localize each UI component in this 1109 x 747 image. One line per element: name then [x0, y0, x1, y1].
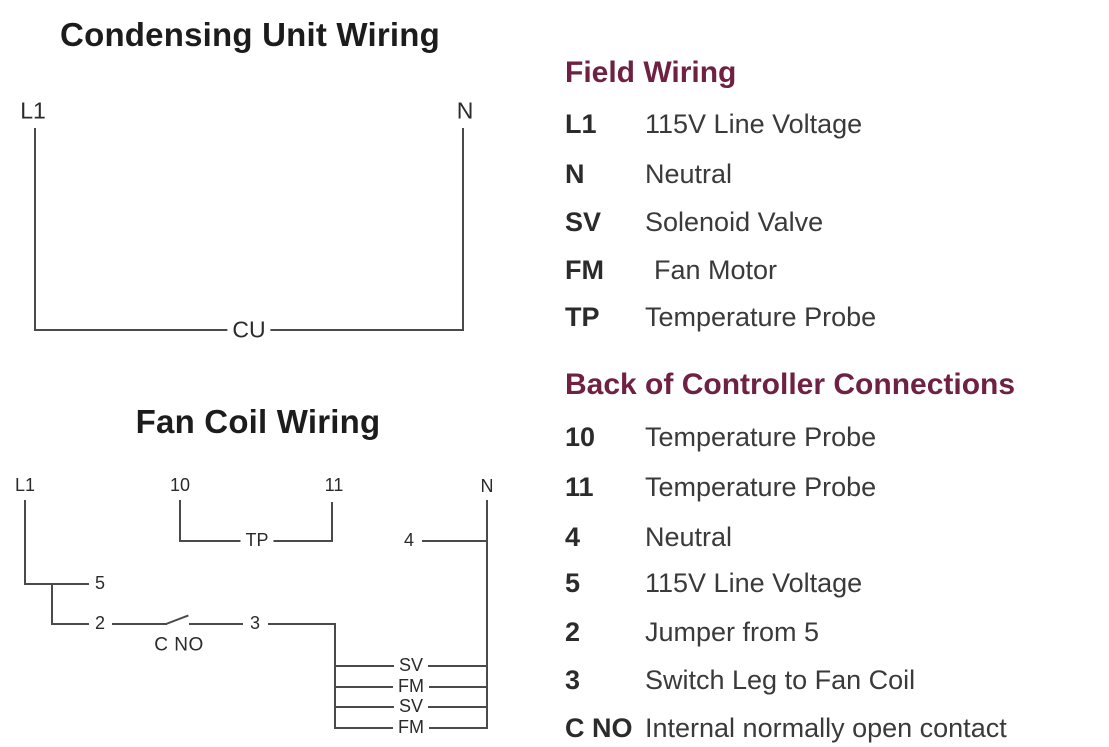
legend-term: 2: [565, 617, 581, 647]
fc-terminal-5-label: 5: [89, 573, 111, 594]
fc-wire-ladder-vertical: [334, 623, 336, 729]
cu-wire-n-vertical: [462, 128, 464, 331]
fc-switch-blade: [165, 614, 189, 625]
fc-terminal-l1-label: L1: [9, 475, 41, 496]
legend-term: 3: [565, 665, 581, 695]
controller-row: 4 Neutral: [565, 521, 1105, 554]
legend-desc: Fan Motor: [654, 255, 778, 285]
fc-wire-11-vertical: [331, 502, 333, 542]
field-wiring-row: L1 115V Line Voltage: [565, 108, 1105, 141]
field-wiring-row: SV Solenoid Valve: [565, 206, 1105, 239]
legend-term: 11: [565, 472, 594, 502]
legend-term: L1: [565, 109, 597, 139]
controller-row: 11 Temperature Probe: [565, 471, 1105, 504]
fc-terminal-11-label: 11: [319, 475, 349, 496]
field-wiring-row: FM Fan Motor: [565, 254, 1105, 287]
legend-term: 4: [565, 522, 581, 552]
fc-wire-3-to-ladder: [268, 623, 335, 625]
legend-desc: 115V Line Voltage: [645, 109, 863, 139]
controller-row: 3 Switch Leg to Fan Coil: [565, 664, 1105, 697]
fc-rung-sv2-label: SV: [393, 696, 429, 717]
fc-terminal-3-label: 3: [244, 613, 266, 634]
legend-desc: Internal normally open contact: [645, 713, 1007, 743]
legend-term: TP: [565, 302, 600, 332]
controller-row: 2 Jumper from 5: [565, 616, 1105, 649]
cu-component-label: CU: [227, 317, 271, 343]
fc-wire-l1-vertical: [24, 500, 26, 585]
fc-switch-cno-label: C NO: [149, 635, 209, 657]
legend-desc: Temperature Probe: [645, 302, 877, 332]
fc-terminal-10-label: 10: [164, 475, 196, 496]
legend-term: 10: [565, 422, 596, 452]
cu-terminal-l1-label: L1: [15, 98, 51, 124]
legend-desc: Temperature Probe: [645, 422, 877, 452]
legend-desc: Neutral: [645, 522, 733, 552]
controller-connections-heading: Back of Controller Connections: [565, 368, 1016, 401]
legend-term: 5: [565, 568, 581, 598]
fc-wire-4-to-n: [422, 540, 488, 542]
fc-wire-switch-to-3: [189, 623, 243, 625]
legend-desc: Switch Leg to Fan Coil: [645, 665, 916, 695]
fc-wire-to-5: [24, 583, 89, 585]
fc-wire-n-vertical: [486, 500, 488, 729]
fc-terminal-n-label: N: [475, 476, 499, 497]
condensing-unit-title: Condensing Unit Wiring: [60, 16, 440, 53]
legend-desc: 115V Line Voltage: [645, 568, 863, 598]
legend-term: C NO: [565, 713, 633, 743]
fc-rung-sv1-label: SV: [393, 655, 429, 676]
controller-row: 5 115V Line Voltage: [565, 567, 1105, 600]
field-wiring-row: N Neutral: [565, 158, 1105, 191]
cu-terminal-n-label: N: [451, 98, 479, 124]
legend-term: SV: [565, 207, 602, 237]
fan-coil-title: Fan Coil Wiring: [135, 403, 381, 440]
fc-wire-2-to-switch: [112, 623, 167, 625]
fc-terminal-2-label: 2: [89, 613, 111, 634]
controller-row: C NO Internal normally open contact: [565, 712, 1105, 745]
field-wiring-row: TP Temperature Probe: [565, 301, 1105, 334]
controller-row: 10 Temperature Probe: [565, 421, 1105, 454]
fc-rung-fm2-label: FM: [393, 717, 429, 738]
fc-rung-fm1-label: FM: [393, 676, 429, 697]
fc-tp-label: TP: [240, 530, 274, 551]
fc-wire-jumper-vertical: [51, 583, 53, 625]
legend-desc: Solenoid Valve: [645, 207, 824, 237]
fc-wire-10-vertical: [179, 500, 181, 542]
cu-wire-l1-vertical: [34, 128, 36, 331]
legend-desc: Neutral: [645, 159, 733, 189]
legend-term: FM: [565, 255, 604, 285]
legend-desc: Jumper from 5: [645, 617, 820, 647]
legend-term: N: [565, 159, 585, 189]
legend-desc: Temperature Probe: [645, 472, 877, 502]
fc-wire-to-2: [51, 623, 89, 625]
field-wiring-heading: Field Wiring: [565, 56, 737, 89]
fc-terminal-4-label: 4: [398, 530, 420, 551]
